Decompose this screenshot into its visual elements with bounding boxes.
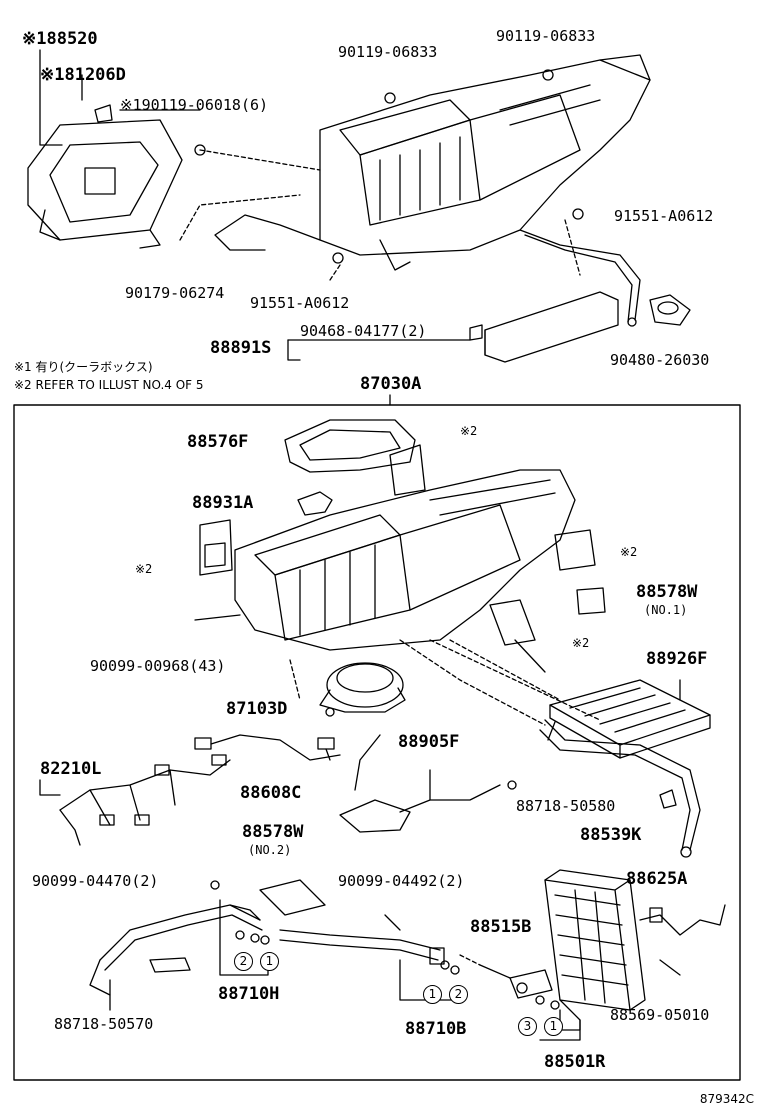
evaporator-88501R [539,869,646,1041]
amplifier-88905F [339,734,517,833]
label-90099-04492: 90099-04492(2) [338,872,465,890]
label-no2: (NO.2) [248,843,292,857]
label-no1: (NO.1) [644,603,688,617]
blower-motor-87103D [319,662,406,717]
label-88891S: 88891S [210,338,272,358]
label-91551-A0612-a: 91551-A0612 [614,207,714,225]
circle-3-r: 3 [518,1017,537,1036]
assembly-frame-87030A [13,404,741,1081]
duct-88576F [284,419,416,473]
label-88569-05010: 88569-05010 [610,1006,710,1024]
ref-2-d: ※2 [572,636,590,650]
filter-plate-88891S [287,291,619,363]
label-88718-50580: 88718-50580 [516,797,616,815]
circle-1-b: 1 [423,985,442,1004]
note-1: ※1 有り(クーラボックス) [14,360,153,374]
dashed-leaders-top [179,149,581,281]
ref-2-a: ※2 [460,424,478,438]
label-88926F: 88926F [646,649,708,669]
plate-88578W-no2 [259,879,326,916]
expansion-valve-88515B [459,954,553,999]
label-82210L: 82210L [40,759,102,779]
label-88539K: 88539K [580,825,642,845]
label-90119-06018: ※190119-06018(6) [120,96,269,114]
note-2: ※2 REFER TO ILLUST NO.4 OF 5 [14,378,204,392]
pipe-88539K [539,719,701,858]
label-90119-06833-a: 90119-06833 [338,43,438,61]
label-88515B: 88515B [470,917,532,937]
ref-2-c: ※2 [620,545,638,559]
sensor-wire-88625A [639,904,726,976]
part-88931A [297,491,333,516]
label-87103D: 87103D [226,699,288,719]
label-88718-50570: 88718-50570 [54,1015,154,1033]
figure-number: 879342C [699,1092,754,1106]
circle-2-h: 2 [234,952,253,971]
label-88905F: 88905F [398,732,460,752]
leader-88520 [39,49,201,146]
label-88578W-no2: 88578W [242,822,304,842]
cabin-filter-88926F [549,679,711,759]
label-90480-26030: 90480-26030 [610,351,710,369]
pipes-88710H [89,880,269,1011]
label-90099-00968: 90099-00968(43) [90,657,226,675]
label-90119-06833-b: 90119-06833 [496,27,596,45]
label-81206D: ※181206D [40,65,126,85]
label-88576F: 88576F [187,432,249,452]
label-88710H: 88710H [218,984,280,1004]
circle-1-r: 1 [544,1017,563,1036]
circle-2-b: 2 [449,985,468,1004]
small-fittings [235,930,560,1010]
label-87030A: 87030A [360,374,422,394]
label-88625A: 88625A [626,869,688,889]
label-90099-04470: 90099-04470(2) [32,872,159,890]
label-88931A: 88931A [192,493,254,513]
hvac-unit-top [214,54,691,327]
dashed-leaders-mid [289,639,601,726]
label-90179-06274: 90179-06274 [125,284,225,302]
wire-88608C [194,734,341,761]
circle-1-h: 1 [260,952,279,971]
ref-2-b: ※2 [135,562,153,576]
cooler-box-88520 [27,104,206,249]
label-88608C: 88608C [240,783,302,803]
hvac-unit-main [194,444,606,673]
label-90468-04177: 90468-04177(2) [300,322,427,340]
label-88520: ※188520 [22,29,98,49]
wire-harness-82210L [39,754,231,846]
label-88710B: 88710B [405,1019,467,1039]
label-88501R: 88501R [544,1052,606,1072]
label-88578W-no1: 88578W [636,582,698,602]
label-91551-A0612-b: 91551-A0612 [250,294,350,312]
